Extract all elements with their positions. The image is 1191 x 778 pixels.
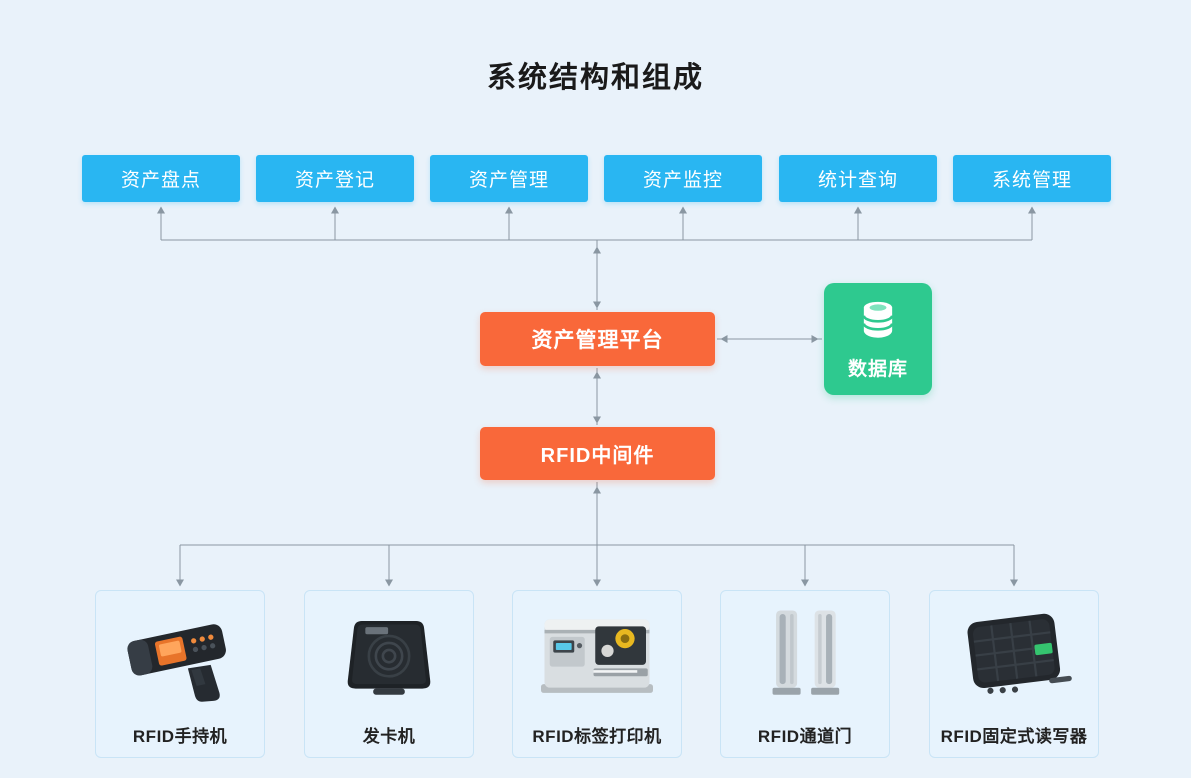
rfid-handheld-icon — [96, 595, 264, 719]
database-label: 数据库 — [847, 359, 908, 380]
device-card-channel-gate: RFID通道门 — [720, 590, 890, 758]
database-icon — [855, 297, 901, 348]
module-statistics-query: 统计查询 — [779, 155, 937, 202]
device-label: RFID固定式读写器 — [940, 727, 1088, 746]
device-card-rfid-handheld: RFID手持机 — [95, 590, 265, 758]
fixed-reader-icon — [930, 595, 1098, 719]
card-issuer-icon — [305, 595, 473, 719]
channel-gate-icon — [721, 595, 889, 719]
device-label: RFID标签打印机 — [532, 727, 662, 746]
device-card-card-issuer: 发卡机 — [304, 590, 474, 758]
device-card-fixed-reader: RFID固定式读写器 — [929, 590, 1099, 758]
device-label: RFID手持机 — [132, 727, 228, 746]
module-asset-management: 资产管理 — [430, 155, 588, 202]
module-system-management: 系统管理 — [953, 155, 1111, 202]
label-printer-icon — [513, 595, 681, 719]
module-asset-inventory: 资产盘点 — [82, 155, 240, 202]
platform-node: 资产管理平台 — [480, 312, 715, 366]
device-label: 发卡机 — [362, 727, 416, 746]
middleware-node: RFID中间件 — [480, 427, 715, 480]
page-title: 系统结构和组成 — [486, 62, 704, 94]
database-node: 数据库 — [824, 283, 932, 395]
module-asset-registration: 资产登记 — [256, 155, 414, 202]
device-card-label-printer: RFID标签打印机 — [512, 590, 682, 758]
module-asset-monitoring: 资产监控 — [604, 155, 762, 202]
device-label: RFID通道门 — [757, 727, 853, 746]
